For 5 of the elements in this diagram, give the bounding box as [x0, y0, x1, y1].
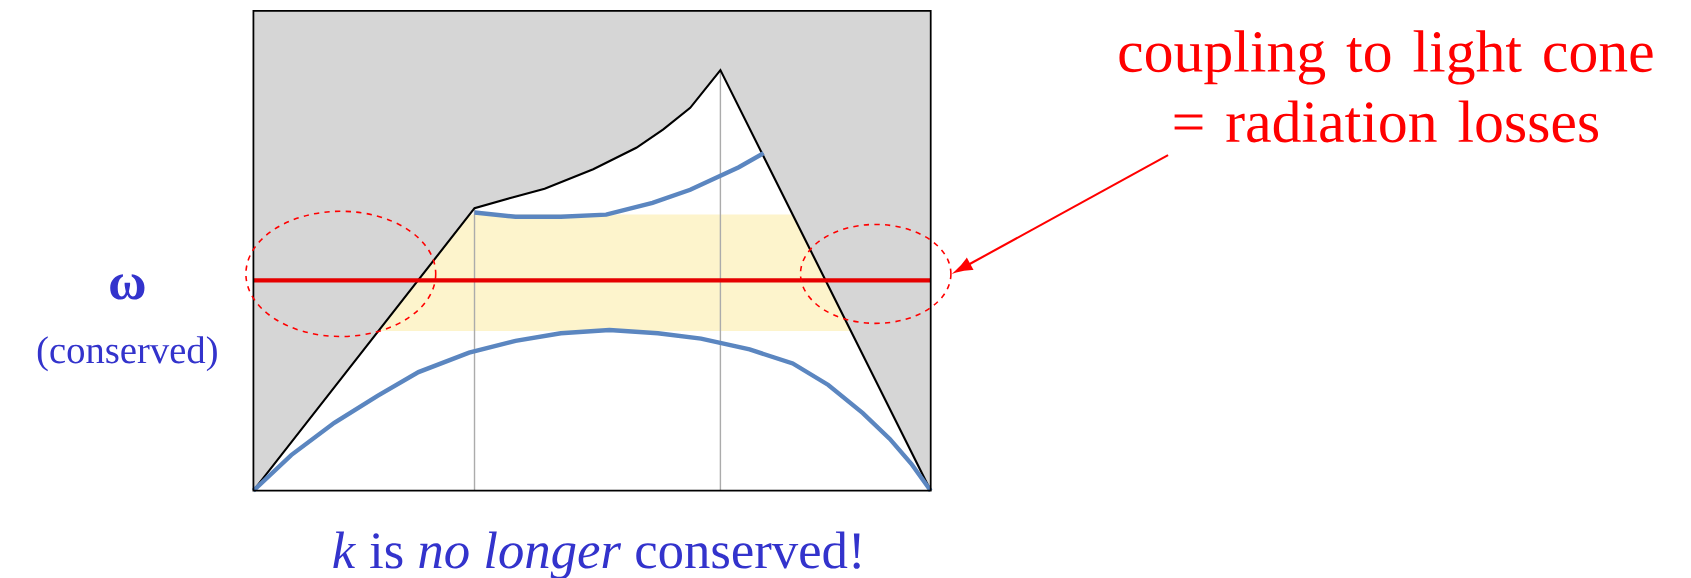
arrow [954, 154, 1169, 273]
dashed-ellipse [799, 223, 952, 325]
axis-label: (conserved) [37, 336, 217, 372]
callout-text: coupling to light cone = radiation losses [1119, 30, 1653, 143]
omega-symbol: ω [110, 274, 145, 300]
